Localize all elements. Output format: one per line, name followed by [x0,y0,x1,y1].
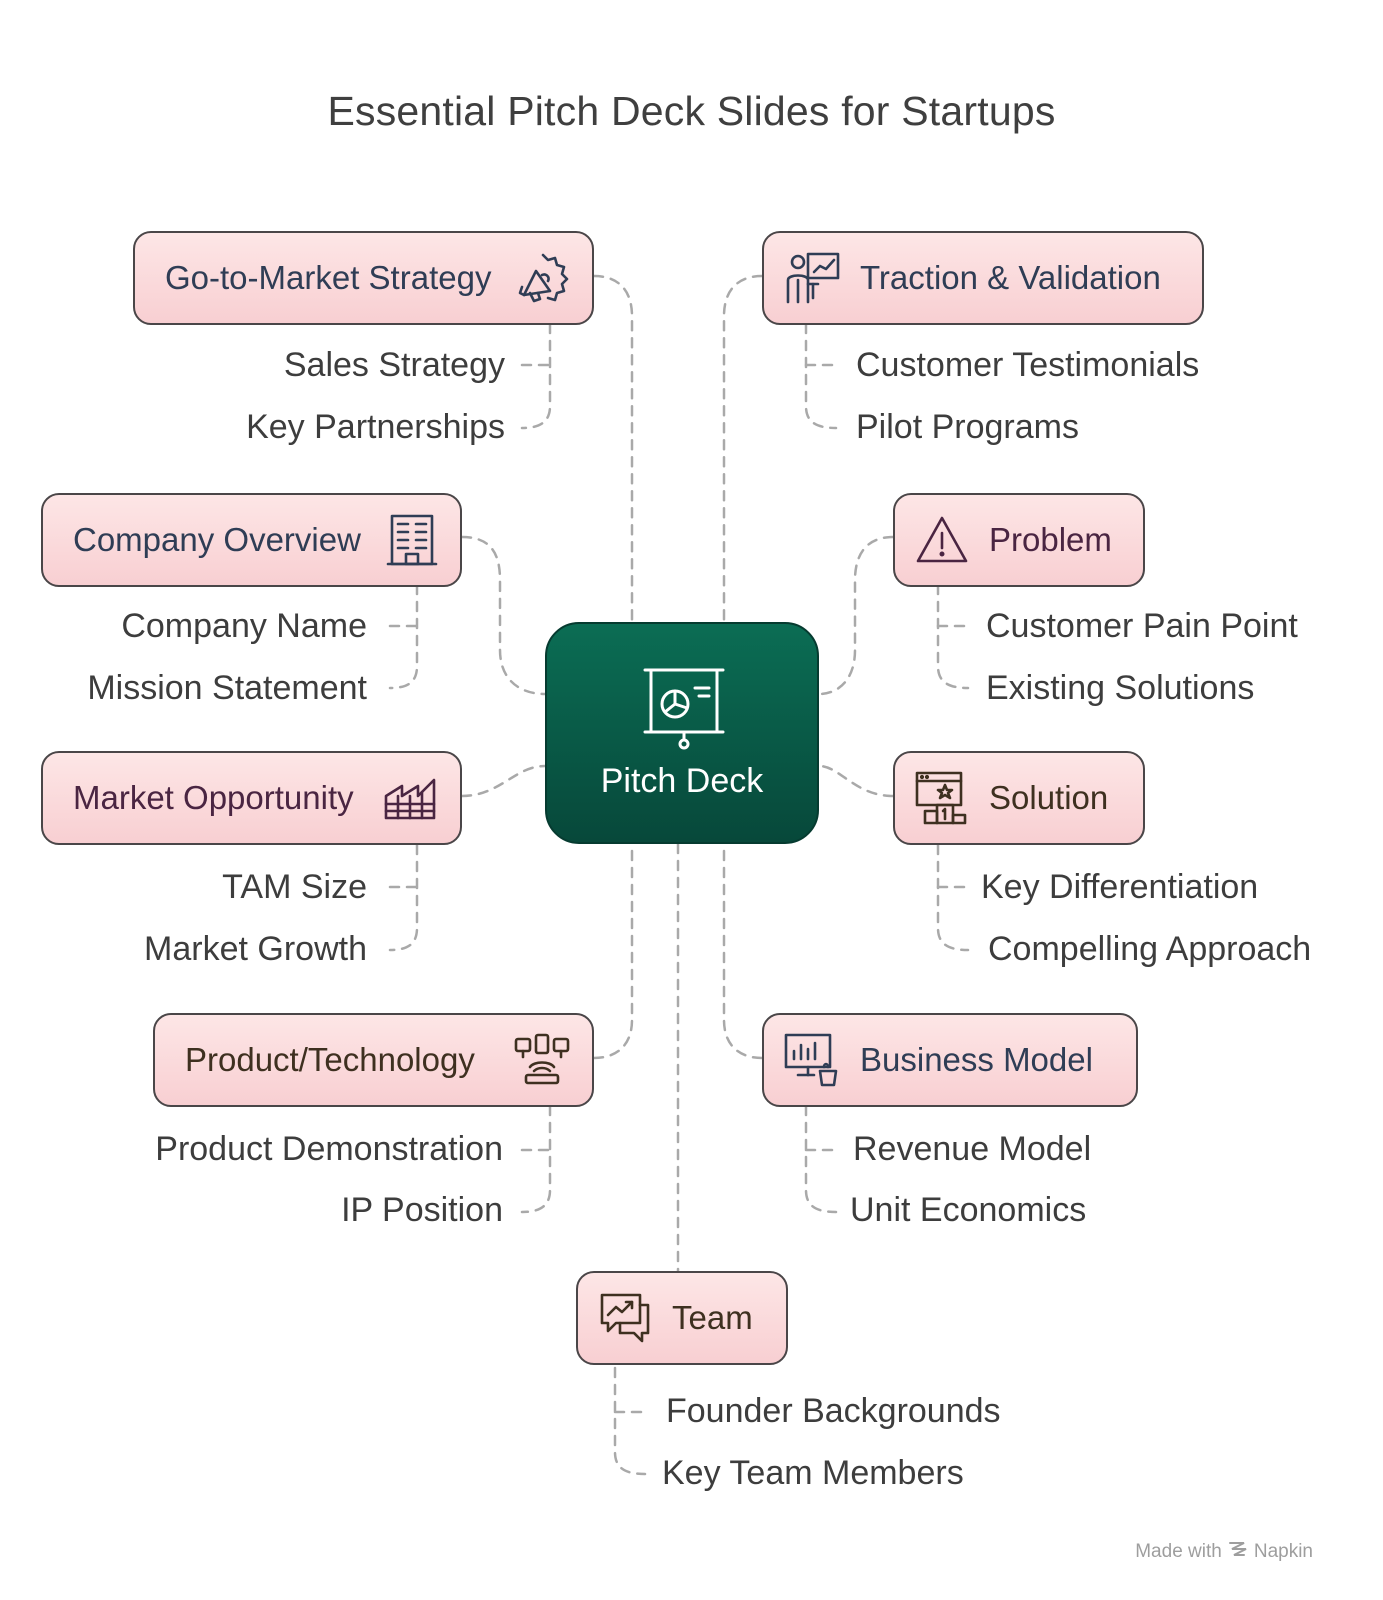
building-icon [386,512,438,568]
sub-company-name: Company Name [121,607,367,645]
node-label: Problem [989,521,1112,558]
node-company-overview: Company Overview [41,493,462,587]
sub-founder-backgrounds: Founder Backgrounds [666,1392,1001,1430]
connector-product [592,842,634,1060]
center-label: Pitch Deck [600,762,764,800]
presenter-icon [784,250,840,306]
page-title: Essential Pitch Deck Slides for Startups [327,88,1056,134]
footer-attribution: Made with Napkin [1135,1540,1313,1564]
node-traction-validation: Traction & Validation [762,231,1204,325]
monitor-chart-icon [784,1033,840,1087]
award-podium-icon [915,771,969,825]
warning-icon [915,515,969,565]
connector-solution [817,764,895,798]
connector-gtm [592,274,634,624]
footer-brand: Napkin [1253,1541,1313,1562]
sub-key-team-members: Key Team Members [662,1454,964,1492]
node-solution: Solution [893,751,1145,845]
sub-ip-position: IP Position [341,1191,503,1229]
connector-company [460,535,547,696]
devices-icon [514,1033,570,1087]
sub-product-demonstration: Product Demonstration [155,1130,503,1168]
connector-business [722,842,764,1060]
node-label: Go-to-Market Strategy [165,259,492,296]
connector-traction [722,274,764,624]
sub-mission-statement: Mission Statement [87,669,367,707]
connector-market [460,764,547,798]
sub-tam-size: TAM Size [222,868,367,906]
node-product-technology: Product/Technology [153,1013,594,1107]
sub-compelling-approach: Compelling Approach [988,930,1312,968]
node-market-opportunity: Market Opportunity [41,751,462,845]
sub-revenue-model: Revenue Model [853,1130,1092,1168]
center-node-pitch-deck: Pitch Deck [545,622,819,844]
factory-icon [384,774,438,822]
node-label: Traction & Validation [860,259,1161,296]
sub-customer-testimonials: Customer Testimonials [856,346,1200,384]
node-label: Team [672,1299,753,1336]
sub-existing-solutions: Existing Solutions [986,669,1255,707]
napkin-logo-icon [1228,1540,1248,1564]
node-label: Product/Technology [185,1041,475,1078]
node-problem: Problem [893,493,1145,587]
presentation-chart-icon [641,664,727,755]
node-label: Business Model [860,1041,1093,1078]
sub-sales-strategy: Sales Strategy [283,346,505,384]
node-business-model: Business Model [762,1013,1138,1107]
chat-growth-icon [598,1291,652,1345]
node-go-to-market-strategy: Go-to-Market Strategy [133,231,594,325]
sub-unit-economics: Unit Economics [850,1191,1087,1229]
node-team: Team [576,1271,788,1365]
sub-key-partnerships: Key Partnerships [246,408,505,446]
node-label: Solution [989,779,1109,816]
megaphone-icon [516,251,570,305]
connector-problem [817,535,895,696]
sub-pilot-programs: Pilot Programs [856,408,1079,446]
sub-key-differentiation: Key Differentiation [981,868,1259,906]
node-label: Company Overview [73,521,361,558]
sub-market-growth: Market Growth [144,930,367,968]
sub-customer-pain-point: Customer Pain Point [986,607,1298,645]
node-label: Market Opportunity [73,779,354,816]
footer-made-with: Made with [1135,1541,1222,1562]
